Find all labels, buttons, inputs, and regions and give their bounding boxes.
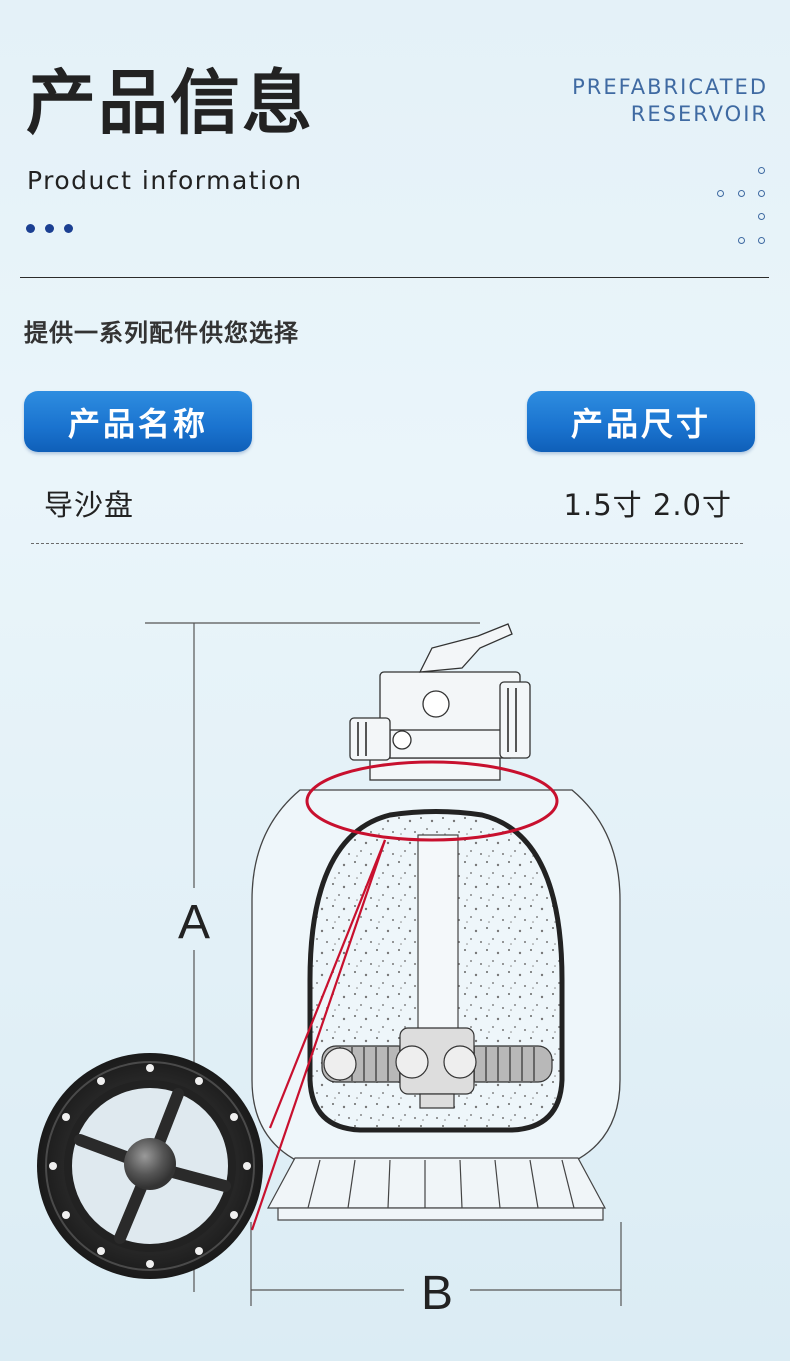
brand-line-1: PREFABRICATED	[572, 75, 768, 99]
laterals	[321, 1027, 553, 1109]
page-subtitle-english: Product information	[27, 166, 303, 195]
section-subtitle: 提供一系列配件供您选择	[24, 319, 299, 347]
page-title: 产品信息	[26, 62, 314, 144]
size-header-badge: 产品尺寸	[527, 391, 755, 452]
brand-text: PREFABRICATED RESERVOIR	[572, 74, 768, 128]
product-name-value: 导沙盘	[44, 488, 135, 522]
multiport-valve	[349, 623, 531, 781]
decor-dots	[26, 224, 73, 233]
divider	[20, 277, 769, 278]
sand-filter-diagram: A B	[37, 622, 622, 1320]
tank-base	[266, 1157, 607, 1221]
dimension-b	[250, 1222, 622, 1306]
product-size-value: 1.5寸 2.0寸	[563, 488, 732, 522]
center-pipe	[417, 834, 459, 1031]
leader-lines	[250, 839, 387, 1231]
dimension-b-label: B	[421, 1267, 453, 1320]
name-header-badge: 产品名称	[24, 391, 252, 452]
brand-line-2: RESERVOIR	[630, 102, 768, 126]
dimension-a-label: A	[178, 896, 210, 949]
dashed-divider	[31, 543, 743, 544]
highlight-ellipse	[305, 760, 559, 842]
distributor-disc-photo	[37, 1053, 263, 1279]
